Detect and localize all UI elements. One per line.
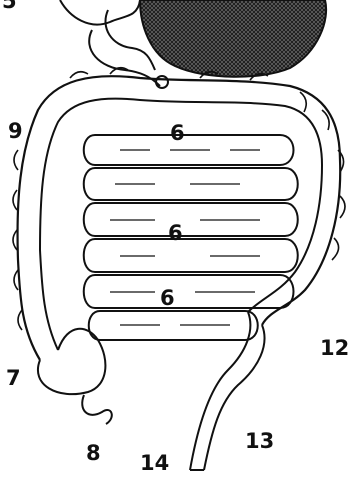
stomach <box>60 0 326 88</box>
cecum <box>38 329 112 424</box>
colon <box>13 68 345 360</box>
label-7: 7 <box>6 366 21 390</box>
label-8: 8 <box>86 441 101 465</box>
label-5: 5 <box>2 0 17 13</box>
label-12: 12 <box>320 336 349 360</box>
small-intestine-loops <box>84 135 298 340</box>
label-13: 13 <box>245 429 274 453</box>
label-6-bottom: 6 <box>160 286 175 310</box>
appendix <box>82 395 112 424</box>
label-9: 9 <box>8 119 23 143</box>
label-6-middle: 6 <box>168 221 183 245</box>
label-14: 14 <box>140 451 169 475</box>
label-6-top: 6 <box>170 121 185 145</box>
